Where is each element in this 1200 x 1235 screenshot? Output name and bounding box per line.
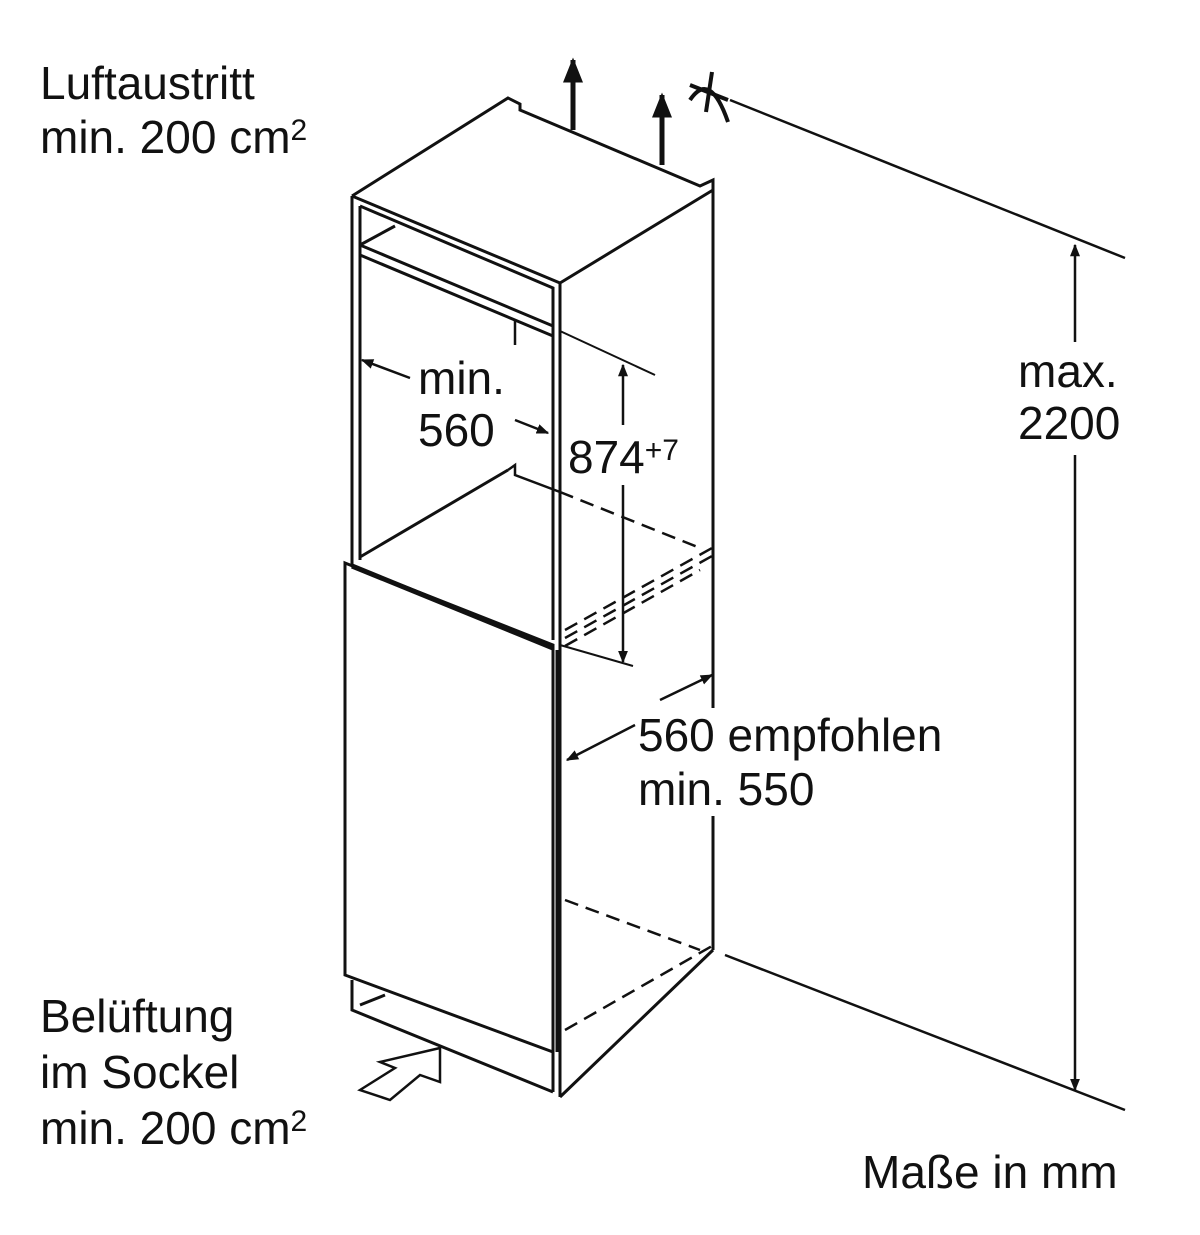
anti-tip-symbol-icon — [688, 71, 730, 123]
niche-height-tolerance: +7 — [644, 434, 679, 467]
air-outlet-line2: min. 200 cm2 — [40, 110, 307, 164]
niche-height-value: 874 — [568, 431, 645, 483]
depth-line1: 560 empfohlen — [638, 709, 943, 761]
plinth-line1: Belüftung — [40, 990, 235, 1042]
plinth-sup: 2 — [290, 1105, 308, 1138]
max-height-line1: max. — [1018, 345, 1118, 397]
air-outlet-line1: Luftaustritt — [40, 57, 255, 109]
niche-width-line1: min. — [418, 352, 505, 404]
max-height-label: max. 2200 — [1018, 345, 1121, 449]
air-outlet-sup: 2 — [290, 114, 308, 147]
depth-label: 560 empfohlen min. 550 — [638, 708, 943, 816]
depth-line2: min. 550 — [638, 763, 815, 815]
air-outlet-label: Luftaustritt min. 200 cm2 — [40, 56, 307, 164]
plinth-ventilation-label: Belüftung im Sockel min. 200 cm2 — [40, 988, 307, 1156]
niche-width-label: min. 560 — [418, 352, 505, 456]
air-flow-arrow-icon — [563, 57, 672, 165]
plinth-line2: im Sockel — [40, 1046, 240, 1098]
air-inlet-arrow-icon — [357, 1046, 442, 1102]
plinth-line3: min. 200 cm2 — [40, 1100, 307, 1156]
cabinet-outline — [343, 96, 715, 1099]
niche-height-label: 874+7 — [568, 430, 679, 484]
niche-width-line2: 560 — [418, 404, 495, 456]
max-height-line2: 2200 — [1018, 397, 1121, 449]
plinth-area: min. 200 cm — [40, 1102, 291, 1154]
dimension-lines — [360, 98, 1126, 1112]
air-outlet-area: min. 200 cm — [40, 111, 291, 163]
units-note: Maße in mm — [862, 1146, 1118, 1198]
